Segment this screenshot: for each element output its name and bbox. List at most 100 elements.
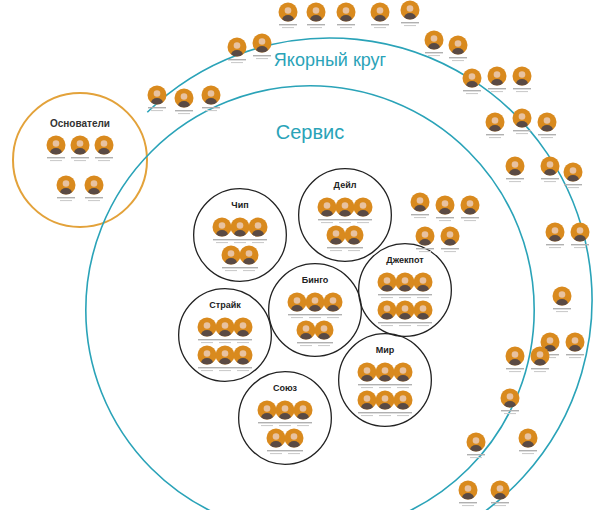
person-photo <box>307 3 326 29</box>
person-photo <box>216 318 235 344</box>
person-photo <box>501 389 520 415</box>
person-photo <box>294 401 313 427</box>
person-photo <box>449 36 468 62</box>
person-photo <box>336 198 355 224</box>
person-photo <box>288 293 307 319</box>
person-photo <box>253 34 272 60</box>
person-photo <box>531 347 550 373</box>
person-photo <box>376 391 395 417</box>
person-photo <box>411 193 430 219</box>
group-name: Чип <box>231 200 248 210</box>
person-photo <box>564 163 583 189</box>
group-name: Мир <box>376 345 395 355</box>
person-photo <box>506 157 525 183</box>
circle-outline <box>194 189 287 282</box>
circle-outline <box>13 93 147 227</box>
person-photo <box>571 223 590 249</box>
person-photo <box>566 333 585 359</box>
group-name: Бинго <box>302 275 329 285</box>
person-photo <box>327 226 346 252</box>
group-name: Страйк <box>209 300 240 310</box>
person-photo <box>513 67 532 93</box>
person-photo <box>231 218 250 244</box>
person-photo <box>491 481 510 507</box>
person-photo <box>337 3 356 29</box>
person-photo <box>394 363 413 389</box>
group-name: Дейл <box>334 180 357 190</box>
person-photo <box>249 218 268 244</box>
group-name: Якорный круг <box>274 50 386 71</box>
group-name: Основатели <box>50 118 110 130</box>
person-photo <box>47 136 66 162</box>
person-photo <box>486 113 505 139</box>
circle-outline <box>269 264 362 357</box>
person-photo <box>198 346 217 372</box>
person-photo <box>506 347 525 373</box>
person-photo <box>240 246 259 272</box>
person-photo <box>234 346 253 372</box>
person-photo <box>553 287 572 313</box>
circle-outline <box>339 334 432 427</box>
arc-line <box>147 38 592 510</box>
person-photo <box>285 429 304 455</box>
person-photo <box>394 391 413 417</box>
person-photo <box>258 401 277 427</box>
person-photo <box>538 113 557 139</box>
group-name: Сервис <box>276 121 345 144</box>
person-photo <box>306 293 325 319</box>
person-photo <box>371 3 390 29</box>
person-photo <box>345 226 364 252</box>
person-photo <box>175 89 194 115</box>
person-photo <box>441 227 460 253</box>
person-photo <box>467 433 486 459</box>
person-photo <box>276 401 295 427</box>
person-photo <box>436 196 455 222</box>
person-photo <box>57 176 76 202</box>
person-photo <box>202 86 221 112</box>
person-photo <box>324 293 343 319</box>
person-photo <box>222 246 241 272</box>
person-photo <box>546 223 565 249</box>
person-photo <box>414 273 433 299</box>
person-photo <box>378 301 397 327</box>
person-photo <box>488 67 507 93</box>
person-photo <box>318 198 337 224</box>
person-photo <box>519 429 538 455</box>
person-photo <box>416 227 435 253</box>
person-photo <box>425 31 444 57</box>
circle-outline <box>86 86 534 510</box>
person-photo <box>71 136 90 162</box>
person-photo <box>148 86 167 112</box>
circle-outline <box>179 289 272 382</box>
person-photo <box>376 363 395 389</box>
person-photo <box>354 198 373 224</box>
person-photo <box>378 273 397 299</box>
outline <box>68 38 592 510</box>
circle-outline <box>299 169 392 262</box>
anchor-arc: Якорный кругСервисЧип ДейлБинго ДжекпотСтр… <box>68 38 592 510</box>
person-photo <box>459 481 478 507</box>
circle-outline <box>359 244 452 337</box>
person-photo <box>401 1 420 27</box>
person-photo <box>396 301 415 327</box>
group-name: Союз <box>273 383 297 393</box>
person-photo <box>267 429 286 455</box>
person-photo <box>396 273 415 299</box>
person-photo <box>216 346 235 372</box>
person-photo <box>234 318 253 344</box>
person-photo <box>461 196 480 222</box>
person-photo <box>228 38 247 64</box>
person-photo <box>95 136 114 162</box>
person-photo <box>213 218 232 244</box>
circle-outline <box>239 372 332 465</box>
person-photo <box>463 69 482 95</box>
group-name: Джекпот <box>386 255 423 265</box>
person-photo <box>315 321 334 347</box>
person-photo <box>85 176 104 202</box>
person-photo <box>513 109 532 135</box>
person-photo <box>414 301 433 327</box>
person-photo <box>297 321 316 347</box>
person-photo <box>358 391 377 417</box>
person-photo <box>541 157 560 183</box>
